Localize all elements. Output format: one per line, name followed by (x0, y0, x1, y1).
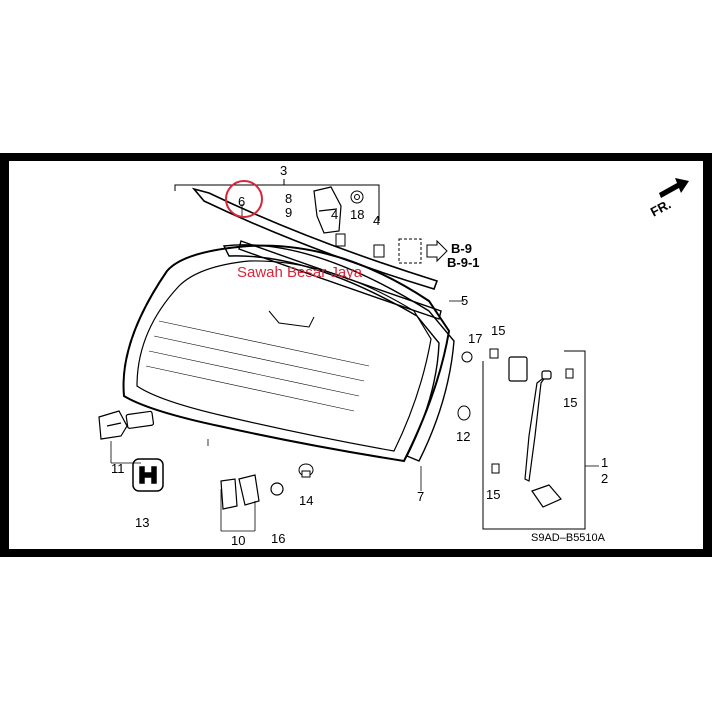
label-8: 8 (285, 191, 292, 206)
weatherstrip-7 (222, 244, 455, 462)
label-7: 7 (417, 489, 424, 504)
diagram-frame: 3 6 8 9 4 18 4 B-9 B-9-1 5 17 15 15 12 1… (0, 153, 712, 557)
bracket-3 (174, 179, 380, 221)
label-4b: 4 (373, 213, 380, 228)
label-4a: 4 (331, 207, 338, 222)
label-15a: 15 (491, 323, 505, 338)
ref-b9: B-9 (451, 241, 472, 256)
part-18 (350, 190, 364, 204)
highlight-circle (225, 180, 263, 218)
parts-diagram: 3 6 8 9 4 18 4 B-9 B-9-1 5 17 15 15 12 1… (98, 163, 689, 548)
part-10 (220, 474, 284, 510)
direction-label: FR. (648, 196, 674, 219)
part-8-9 (313, 186, 342, 234)
part-11 (98, 410, 155, 440)
label-11: 11 (111, 461, 125, 476)
label-17: 17 (468, 331, 482, 346)
label-5: 5 (461, 293, 468, 308)
watermark: Sawah Besar Jaya (237, 264, 363, 281)
label-2: 2 (601, 471, 608, 486)
ref-box (398, 238, 422, 264)
label-3: 3 (280, 163, 287, 178)
leader-lines (110, 204, 599, 532)
diagram-code: S9AD–B5510A (531, 532, 606, 544)
bracket-1-2 (482, 350, 586, 530)
label-13: 13 (135, 515, 149, 530)
label-9: 9 (285, 205, 292, 220)
ref-arrow (426, 239, 448, 263)
label-16: 16 (271, 531, 285, 546)
direction-indicator: FR. (648, 178, 689, 220)
label-14: 14 (299, 493, 313, 508)
label-15b: 15 (563, 395, 577, 410)
part-4 (335, 233, 385, 258)
label-18: 18 (350, 207, 364, 222)
part-12 (457, 405, 471, 421)
label-15c: 15 (486, 487, 500, 502)
part-17 (461, 351, 473, 363)
label-10: 10 (231, 533, 245, 548)
molding-6 (191, 187, 439, 290)
part-14 (298, 463, 314, 478)
part-15-bolts (489, 348, 574, 474)
diagram-panel: 3 6 8 9 4 18 4 B-9 B-9-1 5 17 15 15 12 1… (9, 161, 703, 549)
molding-5 (238, 240, 442, 320)
latch-strut (508, 356, 562, 508)
ref-b91: B-9-1 (447, 255, 480, 270)
label-1: 1 (601, 455, 608, 470)
label-6: 6 (238, 194, 245, 209)
emblem-13 (132, 458, 164, 492)
label-12: 12 (456, 429, 470, 444)
